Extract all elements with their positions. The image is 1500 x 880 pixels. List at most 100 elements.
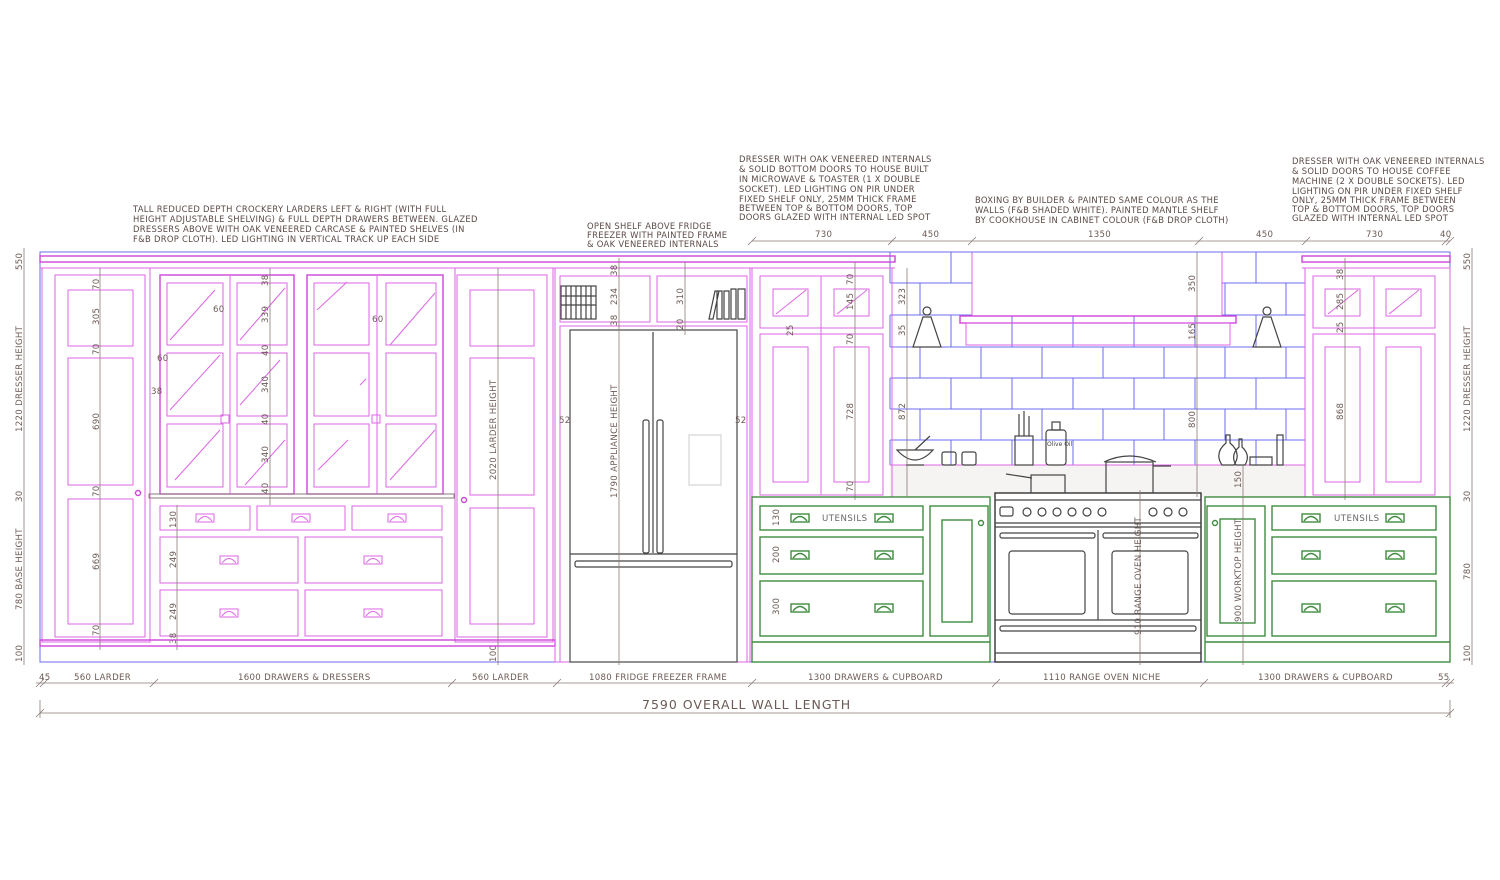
dim-text: 70 bbox=[846, 480, 856, 492]
dim-text: 25 bbox=[1336, 321, 1346, 333]
dim-text: 900 WORKTOP HEIGHT bbox=[1234, 518, 1244, 622]
door-handle bbox=[220, 414, 230, 424]
dim-text: 868 bbox=[1336, 403, 1346, 420]
larder-left: 70 305 70 690 70 669 70 bbox=[41, 267, 151, 650]
note-line: DRESSER WITH OAK VENEERED INTERNALS bbox=[1292, 156, 1485, 166]
note-line: GLAZED WITH INTERNAL LED SPOT bbox=[1292, 213, 1449, 223]
glazed-dresser-left bbox=[159, 274, 295, 495]
dim-text: 350 bbox=[1188, 275, 1198, 292]
dim-text: 40 bbox=[261, 413, 271, 425]
larder-right: 2020 LARDER HEIGHT 100 bbox=[454, 267, 554, 665]
note-line: & SOLID DOORS TO HOUSE COFFEE bbox=[1292, 166, 1451, 176]
dim-text: 52 bbox=[735, 416, 747, 426]
base-unit-right: UTENSILS 900 WORKTOP HEIGHT bbox=[1204, 496, 1451, 663]
worktop-stone bbox=[890, 465, 1305, 497]
dim-text: 1220 DRESSER HEIGHT bbox=[1463, 325, 1473, 432]
note-line: HEIGHT ADJUSTABLE SHELVING) & FULL DEPTH… bbox=[133, 214, 478, 224]
knob-icon bbox=[1067, 507, 1077, 517]
cup-handle-icon bbox=[387, 513, 407, 523]
note-boxing: BOXING BY BUILDER & PAINTED SAME COLOUR … bbox=[975, 195, 1228, 225]
side-dims-right: 550 1220 DRESSER HEIGHT 30 780 100 bbox=[1463, 248, 1473, 665]
dim-text: 1790 APPLIANCE HEIGHT bbox=[610, 384, 620, 498]
dim-text: 1080 FRIDGE FREEZER FRAME bbox=[589, 673, 727, 683]
dim-text: 150 bbox=[1234, 471, 1244, 488]
dim-text: 310 bbox=[676, 288, 686, 305]
dim-text: 1300 DRAWERS & CUPBOARD bbox=[1258, 673, 1393, 683]
top-dimension-line: 730 450 1350 450 730 40 bbox=[747, 230, 1455, 246]
knob-icon bbox=[1037, 507, 1047, 517]
dim-text: 450 bbox=[922, 230, 939, 240]
dim-text: 669 bbox=[92, 553, 102, 570]
note-line: ONLY, 25MM THICK FRAME BETWEEN bbox=[1292, 195, 1456, 205]
fridge-freezer: 38 234 38 310 20 52 52 1790 APPLIANCE HE… bbox=[559, 258, 747, 665]
dim-text: 780 bbox=[1463, 563, 1473, 580]
dim-text: 800 bbox=[1188, 411, 1198, 428]
dim-text: 38 bbox=[1336, 268, 1346, 280]
cup-handle-icon bbox=[874, 550, 894, 560]
dim-text: 780 BASE HEIGHT bbox=[15, 528, 25, 610]
dim-text: 560 LARDER bbox=[472, 673, 529, 683]
wall-light-right-icon bbox=[1252, 306, 1282, 348]
dim-text: 38 bbox=[610, 264, 620, 276]
note-line: MACHINE (2 X DOUBLE SOCKETS). LED bbox=[1292, 176, 1465, 186]
cup-handle-icon bbox=[1385, 513, 1405, 523]
note-line: DRESSERS ABOVE WITH OAK VENEERED CARCASE… bbox=[133, 224, 465, 234]
dim-text: 25 bbox=[786, 324, 796, 336]
cup-handle-icon bbox=[195, 513, 215, 523]
dim-text: 70 bbox=[92, 278, 102, 290]
cup-handle-icon bbox=[363, 555, 383, 565]
dim-text: 35 bbox=[898, 324, 908, 336]
drawer-bank bbox=[159, 505, 443, 637]
dresser-right-upper: 38 285 25 868 bbox=[1304, 258, 1451, 500]
dim-text: 40 bbox=[261, 482, 271, 494]
overall-dimension-line: 7590 OVERALL WALL LENGTH bbox=[35, 697, 1455, 718]
dim-text: 145 bbox=[846, 293, 856, 310]
oven-door bbox=[1111, 550, 1189, 615]
knob-icon bbox=[1052, 507, 1062, 517]
dim-text: 1600 DRAWERS & DRESSERS bbox=[238, 673, 370, 683]
dresser-dims: 60 60 60 38 38 339 40 340 40 340 40 130 … bbox=[151, 268, 383, 650]
olive-oil-bottle-icon: Olive Oil bbox=[1045, 421, 1073, 466]
door-knob bbox=[1211, 519, 1219, 527]
bottles-icon bbox=[1218, 434, 1284, 466]
water-dispenser-icon bbox=[688, 434, 722, 486]
note-line: OPEN SHELF ABOVE FRIDGE bbox=[587, 221, 712, 231]
olive-oil-label: Olive Oil bbox=[1047, 441, 1073, 448]
saucepan-icon bbox=[1005, 473, 1066, 494]
dim-text: 55 bbox=[1438, 673, 1450, 683]
cup-handle-icon bbox=[1385, 603, 1405, 613]
dim-text: 70 bbox=[92, 624, 102, 636]
dim-text: 550 bbox=[1463, 253, 1473, 270]
dim-text: 40 bbox=[261, 344, 271, 356]
note-line: & OAK VENEERED INTERNALS bbox=[587, 239, 719, 249]
knob-icon bbox=[1148, 507, 1158, 517]
dim-text: 70 bbox=[846, 333, 856, 345]
note-line: SOCKET). LED LIGHTING ON PIR UNDER bbox=[739, 184, 915, 194]
chimney-boxing bbox=[971, 251, 1223, 317]
knob-icon bbox=[1022, 507, 1032, 517]
dim-text: 38 bbox=[610, 314, 620, 326]
dim-text: 450 bbox=[1256, 230, 1273, 240]
oven-door bbox=[1008, 550, 1086, 615]
dim-text: 38 bbox=[261, 274, 271, 286]
note-larders: TALL REDUCED DEPTH CROCKERY LARDERS LEFT… bbox=[132, 204, 478, 244]
note-line: TALL REDUCED DEPTH CROCKERY LARDERS LEFT… bbox=[132, 204, 446, 214]
cup-handle-icon bbox=[219, 608, 239, 618]
wall-light-left-icon bbox=[912, 306, 942, 348]
dim-text: 60 bbox=[157, 354, 169, 364]
dim-text: 690 bbox=[92, 413, 102, 430]
note-line: WALLS (F&B SHADED WHITE). PAINTED MANTLE… bbox=[975, 205, 1219, 215]
note-open-shelf: OPEN SHELF ABOVE FRIDGE FREEZER WITH PAI… bbox=[587, 221, 727, 249]
dim-text: 249 bbox=[169, 551, 179, 568]
dim-text: 1110 RANGE OVEN NICHE bbox=[1043, 673, 1161, 683]
utensils-label: UTENSILS bbox=[822, 514, 868, 524]
cup-handle-icon bbox=[874, 513, 894, 523]
dim-text: 1220 DRESSER HEIGHT bbox=[15, 325, 25, 432]
dim-text: 100 bbox=[1463, 645, 1473, 662]
knob-icon bbox=[1097, 507, 1107, 517]
dim-text: 100 bbox=[489, 645, 499, 662]
note-line: FREEZER WITH PAINTED FRAME bbox=[587, 230, 727, 240]
dim-text: 200 bbox=[772, 546, 782, 563]
note-line: IN MICROWAVE & TOASTER (1 X DOUBLE bbox=[739, 174, 920, 184]
cooker-knobs bbox=[1022, 507, 1188, 517]
